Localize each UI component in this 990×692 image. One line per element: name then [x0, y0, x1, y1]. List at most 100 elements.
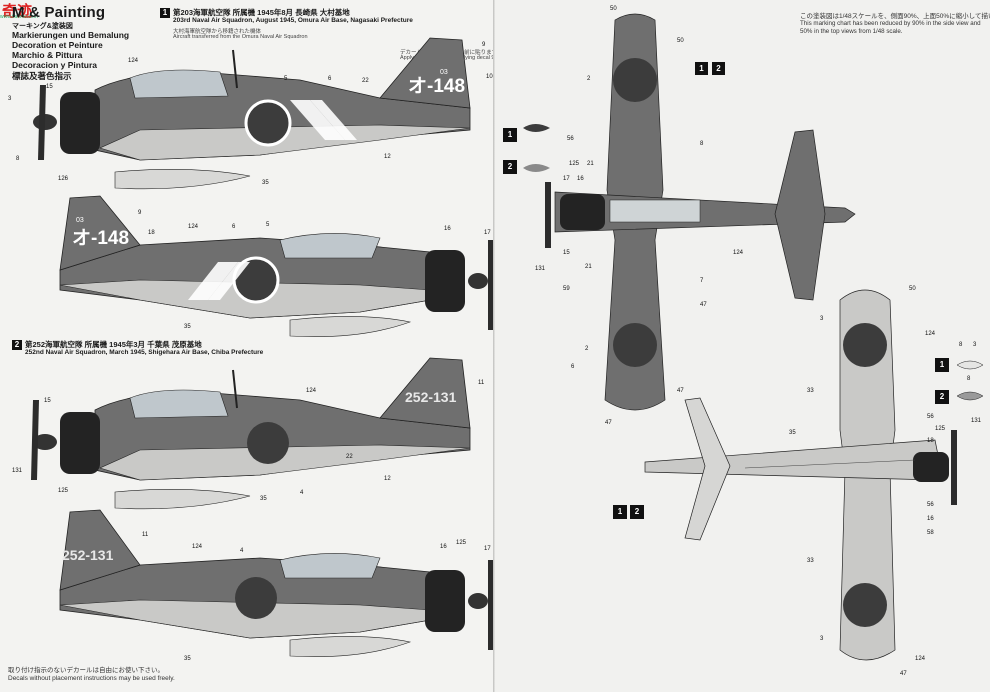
callout: 124 — [188, 224, 199, 230]
scheme1-title-jp: 第203海軍航空隊 所属機 1945年8月 長崎県 大村基地 — [173, 8, 350, 17]
aircraft-3-tail-code: 252-131 — [405, 389, 457, 405]
callout: 47 — [677, 388, 684, 394]
callout: 16 — [577, 176, 584, 182]
callout: 131 — [535, 266, 546, 272]
footer-note-en: Decals without placement instructions ma… — [8, 675, 175, 682]
aircraft-1-tail-small: 03 — [440, 69, 448, 76]
under-tank-badge-2: 2 — [935, 390, 949, 404]
header-line-cn: 標誌及著色指示 — [12, 71, 72, 81]
callout: 33 — [807, 388, 814, 394]
callout: 50 — [610, 6, 617, 12]
scale-note-jp: この塗装図は1/48スケールを、側面90%、上面50%に縮小して描いています。 — [800, 13, 990, 20]
callout: 17 — [484, 546, 491, 552]
callout: 124 — [915, 656, 926, 662]
callout: 125 — [58, 488, 69, 494]
callout: 131 — [12, 468, 23, 474]
bottom-view-aircraft — [644, 289, 957, 661]
callout: 6 — [328, 76, 332, 82]
callout: 56 — [927, 502, 934, 508]
left-aircraft-drawings: オ-148 03 オ-148 03 — [8, 37, 494, 662]
scheme1-title-en: 203rd Naval Air Squadron, August 1945, O… — [173, 17, 413, 24]
callout: 2 — [585, 346, 589, 352]
scheme1-badge: 1 — [160, 8, 170, 18]
callout: 10 — [486, 74, 493, 80]
aircraft-2-tail-code: オ-148 — [72, 228, 129, 249]
aircraft-2-right-profile: 252-131 — [59, 509, 494, 658]
callout: 3 — [820, 636, 824, 642]
scheme2-title-jp: 第252海軍航空隊 所属機 1945年3月 千葉県 茂原基地 — [25, 340, 202, 349]
tank-badge-2: 2 — [503, 160, 517, 174]
header-line-es: Decoracion y Pintura — [12, 60, 98, 70]
left-page: 奇迹 www.tiaomo.com M & Painting マーキング&塗装図… — [0, 3, 495, 682]
aircraft-1-tail-code: オ-148 — [408, 76, 465, 97]
callout: 17 — [563, 176, 570, 182]
callout: 50 — [677, 38, 684, 44]
callout: 35 — [184, 656, 191, 662]
top-badge-1: 1 — [695, 62, 708, 75]
top-badge-2: 2 — [712, 62, 725, 75]
scheme1-note-jp: 大村海軍航空隊から移籍された機体 — [173, 29, 262, 35]
callout: 124 — [192, 544, 203, 550]
callout: 8 — [959, 342, 963, 348]
callout: 47 — [900, 671, 907, 677]
callout: 16 — [444, 226, 451, 232]
callout: 47 — [700, 302, 707, 308]
callout: 35 — [260, 496, 267, 502]
bottom-badge-2: 2 — [630, 505, 644, 519]
callout: 124 — [128, 58, 139, 64]
callout: 11 — [142, 532, 149, 538]
callout: 16 — [927, 516, 934, 522]
header-line-it: Marchio & Pittura — [12, 50, 83, 60]
tank-badge-1: 1 — [503, 128, 517, 142]
callout: 3 — [973, 342, 977, 348]
callout: 15 — [46, 84, 53, 90]
callout: 3 — [8, 96, 12, 102]
tank-end-views — [523, 124, 984, 401]
callout: 9 — [138, 210, 142, 216]
callout: 59 — [563, 286, 570, 292]
right-aircraft-drawings: 50 50 2 8 56 125 21 17 16 15 21 124 131 … — [523, 6, 984, 677]
callout: 33 — [807, 558, 814, 564]
callout: 56 — [567, 136, 574, 142]
page-title: M & Painting — [12, 4, 106, 21]
callout: 35 — [789, 430, 796, 436]
callout: 6 — [232, 224, 236, 230]
callout: 3 — [820, 316, 824, 322]
callout: 4 — [240, 548, 244, 554]
callout: 8 — [16, 156, 20, 162]
callout: 16 — [440, 544, 447, 550]
callout: 126 — [58, 176, 69, 182]
callout: 12 — [384, 476, 391, 482]
callout: 6 — [571, 364, 575, 370]
bottom-badge-1: 1 — [613, 505, 627, 519]
callout: 7 — [700, 278, 704, 284]
callout: 124 — [306, 388, 317, 394]
header-line-de: Markierungen und Bemalung — [12, 30, 130, 40]
callout: 18 — [148, 230, 155, 236]
callout: 5 — [266, 222, 270, 228]
scale-note-en: This marking chart has been reduced by 9… — [800, 20, 981, 35]
aircraft-2-tail-small: 03 — [76, 217, 84, 224]
callout: 47 — [605, 420, 612, 426]
callout: 15 — [563, 250, 570, 256]
callout: 58 — [927, 530, 934, 536]
footer-note-jp: 取り付け指示のないデカールは自由にお使い下さい。 — [8, 667, 164, 674]
callout: 8 — [967, 376, 971, 382]
header-line-fr: Decoration et Peinture — [12, 40, 103, 50]
aircraft-1-right-profile: オ-148 03 — [59, 195, 494, 338]
callout: 18 — [927, 438, 934, 444]
callout: 131 — [971, 418, 982, 424]
header-line-jp: マーキング&塗装図 — [12, 23, 73, 30]
callout: 15 — [44, 398, 51, 404]
callout: 125 — [569, 161, 580, 167]
callout: 2 — [587, 76, 591, 82]
logo-url: www.tiaomo.com — [0, 14, 38, 20]
callout: 124 — [733, 250, 744, 256]
callout: 124 — [925, 331, 936, 337]
callout: 17 — [484, 230, 491, 236]
callout: 35 — [184, 324, 191, 330]
callout: 8 — [700, 141, 704, 147]
right-callouts: 50 50 2 8 56 125 21 17 16 15 21 124 131 … — [535, 6, 982, 677]
aircraft-2-left-profile: 252-131 — [31, 357, 471, 510]
callout: 9 — [482, 42, 486, 48]
